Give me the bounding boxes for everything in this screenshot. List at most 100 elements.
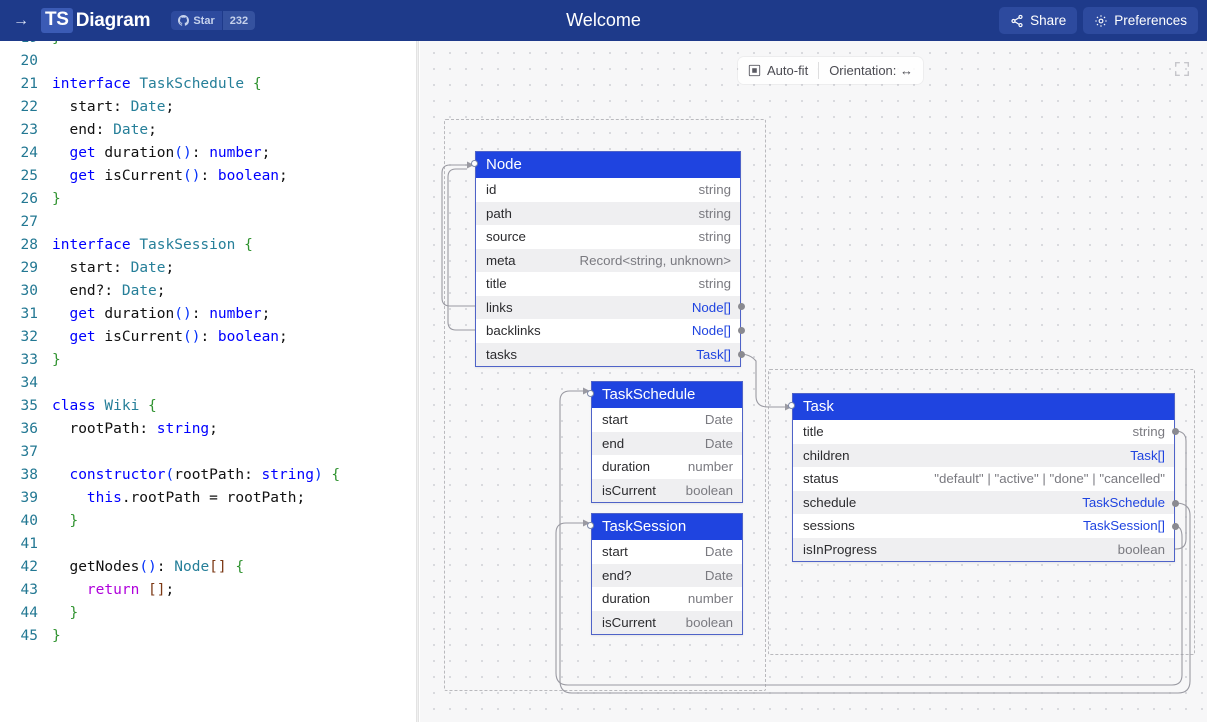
entity-field-row: status"default" | "active" | "done" | "c… [793, 467, 1174, 491]
entity-node-title[interactable]: Node [476, 152, 740, 178]
code-line: 29 start: Date; [0, 257, 340, 280]
code-line: 42 getNodes(): Node[] { [0, 556, 340, 579]
code-line: 24 get duration(): number; [0, 142, 340, 165]
line-number: 35 [20, 398, 38, 414]
line-number: 21 [20, 76, 38, 92]
pane-divider[interactable] [416, 41, 419, 722]
field-name: id [486, 182, 497, 198]
field-type: Date [704, 435, 733, 451]
field-type[interactable]: Task[] [1130, 447, 1165, 463]
connector-port-in[interactable] [788, 402, 795, 409]
entity-node-title[interactable]: TaskSchedule [592, 382, 742, 408]
arrow-right-icon[interactable]: → [13, 11, 29, 29]
code-line: 26} [0, 188, 340, 211]
field-name: start [602, 412, 628, 428]
brand-ts-badge: TS [41, 8, 73, 33]
connector-port-node-tasks[interactable] [738, 351, 745, 358]
field-type: Record<string, unknown> [579, 252, 731, 268]
line-number: 39 [20, 490, 38, 506]
field-type: number [687, 459, 733, 475]
line-number: 19 [0, 41, 52, 50]
line-number: 33 [20, 352, 38, 368]
share-icon [1011, 14, 1023, 27]
line-number: 37 [20, 444, 38, 460]
field-type[interactable]: Node[] [691, 323, 731, 339]
line-number: 20 [20, 53, 38, 69]
connector-port-node-links[interactable] [738, 303, 745, 310]
github-star-label: Star [193, 14, 215, 27]
code-line: 44 } [0, 602, 340, 625]
field-name: isCurrent [602, 614, 656, 630]
field-type: string [698, 276, 731, 292]
connector-port-task-schedule[interactable] [1172, 500, 1179, 507]
entity-node-title[interactable]: Task [793, 394, 1174, 420]
auto-fit-button[interactable]: Auto-fit [738, 57, 818, 84]
toolbar-separator [818, 62, 820, 79]
gear-icon [1095, 14, 1107, 27]
github-star-button[interactable]: Star [171, 11, 222, 30]
orientation-toggle[interactable]: Orientation: ↔ [819, 57, 923, 84]
code-line: 37 [0, 441, 340, 464]
field-name: isCurrent [602, 482, 656, 498]
field-name: path [486, 205, 512, 221]
code-line: 34 [0, 372, 340, 395]
field-type[interactable]: Node[] [691, 299, 731, 315]
fullscreen-icon[interactable] [1173, 60, 1191, 78]
line-number: 36 [20, 421, 38, 437]
field-name: start [602, 544, 628, 560]
preferences-button[interactable]: Preferences [1083, 7, 1198, 34]
field-type: string [698, 229, 731, 245]
connector-port-in[interactable] [587, 522, 594, 529]
line-number: 38 [20, 467, 38, 483]
connector-port-in[interactable] [471, 160, 478, 167]
entity-field-row: meta Record<string, unknown> [476, 248, 740, 272]
field-name: backlinks [486, 323, 541, 339]
line-number: 42 [20, 559, 38, 575]
code-line: 40 } [0, 510, 340, 533]
code-line: 45} [0, 625, 340, 648]
connector-port-in[interactable] [587, 390, 594, 397]
field-type: number [687, 591, 733, 607]
line-number: 30 [20, 283, 38, 299]
field-name: meta [486, 252, 516, 268]
field-name: duration [602, 459, 651, 475]
auto-fit-label: Auto-fit [767, 63, 809, 78]
field-type[interactable]: Task[] [696, 346, 731, 362]
line-number: 27 [20, 214, 38, 230]
diagram-toolbar: Auto-fit Orientation: ↔ [738, 57, 924, 84]
connector-port-task-children[interactable] [1172, 428, 1179, 435]
code-line: 41 [0, 533, 340, 556]
connector-port-node-backlinks[interactable] [738, 327, 745, 334]
share-button[interactable]: Share [999, 7, 1078, 34]
header-left-group: → TS Diagram Star 232 [0, 8, 256, 33]
brand-logo[interactable]: TS Diagram [41, 8, 151, 33]
entity-field-row: backlinks Node[] [476, 319, 740, 343]
field-type: string [698, 182, 731, 198]
field-name: sessions [803, 518, 855, 534]
line-number: 44 [20, 605, 38, 621]
code-line: 31 get duration(): number; [0, 303, 340, 326]
code-line: 23 end: Date; [0, 119, 340, 142]
field-type: string [1132, 424, 1165, 440]
entity-node-title[interactable]: TaskSession [592, 514, 742, 540]
field-name: end? [602, 567, 632, 583]
diagram-canvas[interactable]: Auto-fit Orientation: ↔ Node id string path… [420, 41, 1207, 722]
connector-port-task-sessions[interactable] [1172, 523, 1179, 530]
github-star-badge[interactable]: Star 232 [171, 11, 256, 30]
field-type[interactable]: TaskSchedule [1082, 494, 1165, 510]
field-type[interactable]: TaskSession[] [1082, 518, 1165, 534]
header-actions: Share Preferences [999, 0, 1198, 41]
